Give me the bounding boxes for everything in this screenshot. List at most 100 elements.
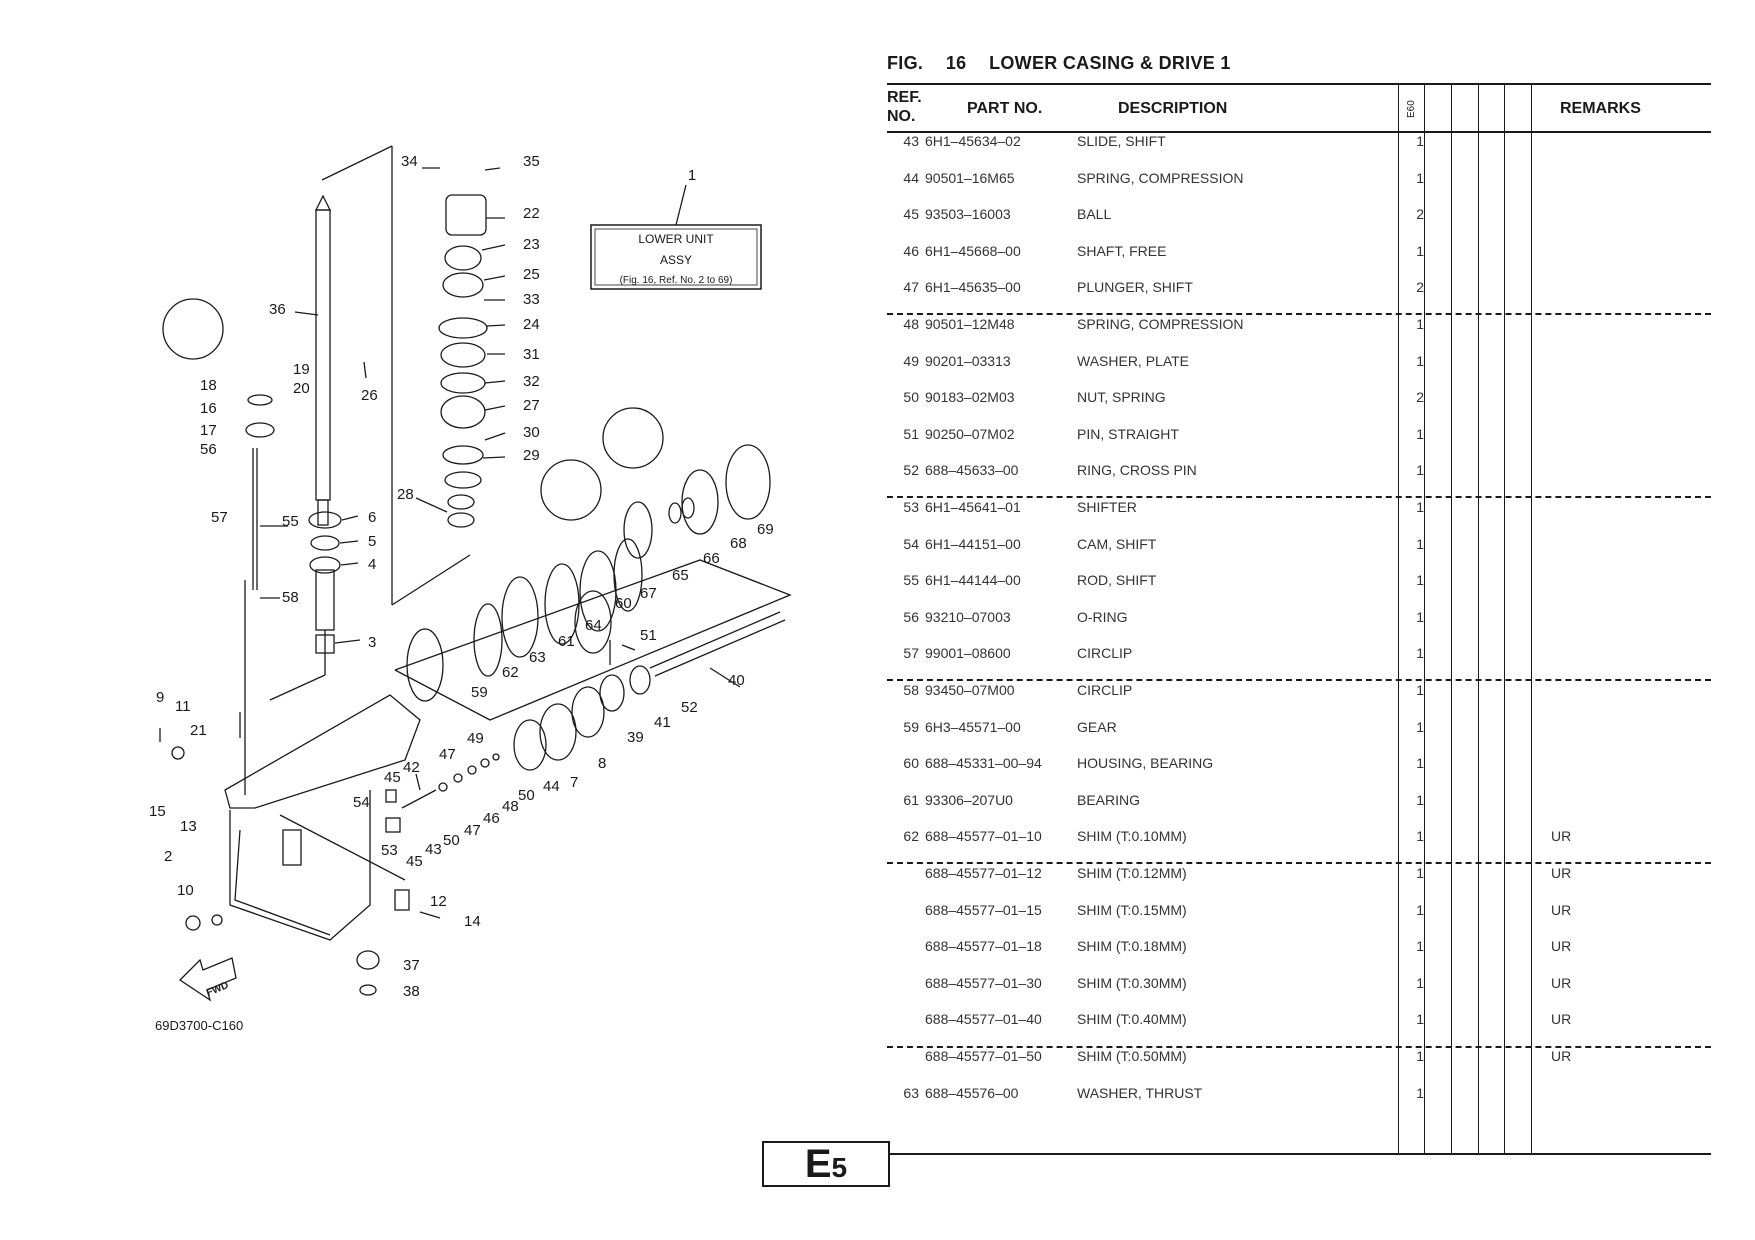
description-cell: SPRING, COMPRESSION bbox=[1077, 169, 1244, 186]
quantity-cell: 1 bbox=[1416, 791, 1424, 808]
description-cell: RING, CROSS PIN bbox=[1077, 462, 1197, 479]
callout-28: 28 bbox=[397, 486, 414, 503]
part-no-cell: 6H1–45634–02 bbox=[925, 133, 1021, 149]
callout-10: 10 bbox=[177, 882, 194, 899]
description-cell: PLUNGER, SHIFT bbox=[1077, 279, 1193, 296]
quantity-cell: 1 bbox=[1416, 1084, 1424, 1101]
assy-line-3: (Fig. 16, Ref. No. 2 to 69) bbox=[620, 275, 733, 286]
description-cell: SHIM (T:0.10MM) bbox=[1077, 828, 1187, 845]
part-no-cell: 6H1–45641–01 bbox=[925, 499, 1021, 515]
description-cell: SHIM (T:0.12MM) bbox=[1077, 865, 1187, 881]
callout-labels: 2 3 4 5 6 7 8 9 10 11 12 13 14 15 16 17 … bbox=[149, 153, 774, 1000]
callout-29: 29 bbox=[523, 447, 540, 464]
part-no-cell: 90501–12M48 bbox=[925, 316, 1015, 332]
quantity-cell: 1 bbox=[1416, 499, 1424, 515]
callout-33: 33 bbox=[523, 291, 540, 308]
callout-50b: 50 bbox=[518, 787, 535, 804]
callout-49: 49 bbox=[467, 730, 484, 747]
assy-line-1: LOWER UNIT bbox=[638, 232, 714, 246]
part-no-cell: 688–45576–00 bbox=[925, 1084, 1019, 1101]
header-ref-no: REF. NO. bbox=[887, 89, 922, 125]
quantity-cell: 1 bbox=[1416, 865, 1424, 881]
ref-cell: 46 bbox=[903, 242, 919, 259]
callout-32: 32 bbox=[523, 373, 540, 390]
figure-label: FIG. bbox=[887, 53, 924, 73]
group-separator bbox=[887, 496, 1711, 498]
description-cell: SPRING, COMPRESSION bbox=[1077, 316, 1244, 332]
header-description: DESCRIPTION bbox=[1118, 100, 1228, 117]
callout-14: 14 bbox=[464, 913, 481, 930]
description-cell: NUT, SPRING bbox=[1077, 389, 1166, 406]
header-model: E60 bbox=[1406, 100, 1417, 118]
assy-ref: 1 bbox=[688, 167, 696, 184]
description-cell: HOUSING, BEARING bbox=[1077, 755, 1214, 772]
column-divider bbox=[1424, 84, 1425, 1154]
callout-27: 27 bbox=[523, 397, 540, 414]
exploded-parts-diagram: LOWER UNIT ASSY (Fig. 16, Ref. No. 2 to … bbox=[149, 145, 792, 1033]
callout-53: 53 bbox=[381, 842, 398, 859]
ref-cell: 47 bbox=[903, 279, 919, 296]
part-no-cell: 93210–07003 bbox=[925, 608, 1011, 625]
callout-9: 9 bbox=[156, 689, 164, 706]
callout-60: 60 bbox=[615, 595, 632, 612]
group-separator bbox=[887, 679, 1711, 681]
part-no-cell: 688–45577–01–10 bbox=[925, 828, 1042, 845]
quantity-cell: 1 bbox=[1416, 974, 1424, 991]
diagram-code: 69D3700-C160 bbox=[155, 1018, 243, 1033]
callout-44: 44 bbox=[543, 778, 560, 795]
part-no-cell: 688–45577–01–18 bbox=[925, 938, 1042, 955]
ref-cell: 45 bbox=[903, 206, 919, 223]
callout-24: 24 bbox=[523, 316, 540, 333]
callout-42: 42 bbox=[403, 759, 420, 776]
callout-21: 21 bbox=[190, 722, 207, 739]
quantity-cell: 1 bbox=[1416, 462, 1424, 479]
group-separator bbox=[887, 862, 1711, 864]
quantity-cell: 2 bbox=[1416, 206, 1424, 223]
callout-12: 12 bbox=[430, 893, 447, 910]
description-cell: GEAR bbox=[1077, 718, 1117, 735]
callout-11: 11 bbox=[175, 698, 191, 715]
figure-title: FIG. 16 LOWER CASING & DRIVE 1 bbox=[887, 53, 1231, 74]
fwd-label: FWD bbox=[205, 980, 230, 999]
quantity-cell: 1 bbox=[1416, 242, 1424, 259]
remarks-cell: UR bbox=[1551, 901, 1572, 918]
callout-17: 17 bbox=[200, 422, 217, 439]
ref-cell: 48 bbox=[903, 316, 919, 332]
description-cell: SHIM (T:0.50MM) bbox=[1077, 1048, 1187, 1064]
callout-52: 52 bbox=[681, 699, 698, 716]
callout-41: 41 bbox=[654, 714, 671, 731]
description-cell: SHIM (T:0.18MM) bbox=[1077, 938, 1187, 955]
remarks-cell: UR bbox=[1551, 974, 1572, 991]
remarks-cell: UR bbox=[1551, 1011, 1572, 1028]
group-separator bbox=[887, 313, 1711, 315]
callout-58: 58 bbox=[282, 589, 299, 606]
quantity-cell: 1 bbox=[1416, 352, 1424, 369]
callout-47b: 47 bbox=[464, 822, 481, 839]
part-no-cell: 688–45577–01–50 bbox=[925, 1048, 1042, 1064]
part-no-cell: 688–45577–01–12 bbox=[925, 865, 1042, 881]
callout-37: 37 bbox=[403, 957, 420, 974]
ref-cell: 52 bbox=[903, 462, 919, 479]
quantity-cell: 1 bbox=[1416, 1011, 1424, 1028]
description-cell: PIN, STRAIGHT bbox=[1077, 425, 1179, 442]
description-cell: CIRCLIP bbox=[1077, 682, 1133, 698]
quantity-cell: 1 bbox=[1416, 572, 1424, 589]
callout-15: 15 bbox=[149, 803, 166, 820]
ref-cell: 49 bbox=[903, 352, 919, 369]
part-no-cell: 6H1–44151–00 bbox=[925, 535, 1021, 552]
ref-cell: 43 bbox=[903, 133, 919, 149]
ref-cell: 54 bbox=[903, 535, 919, 552]
callout-61: 61 bbox=[558, 633, 575, 650]
callout-59: 59 bbox=[471, 684, 488, 701]
callout-23: 23 bbox=[523, 236, 540, 253]
quantity-cell: 1 bbox=[1416, 682, 1424, 698]
description-cell: WASHER, THRUST bbox=[1077, 1084, 1203, 1101]
